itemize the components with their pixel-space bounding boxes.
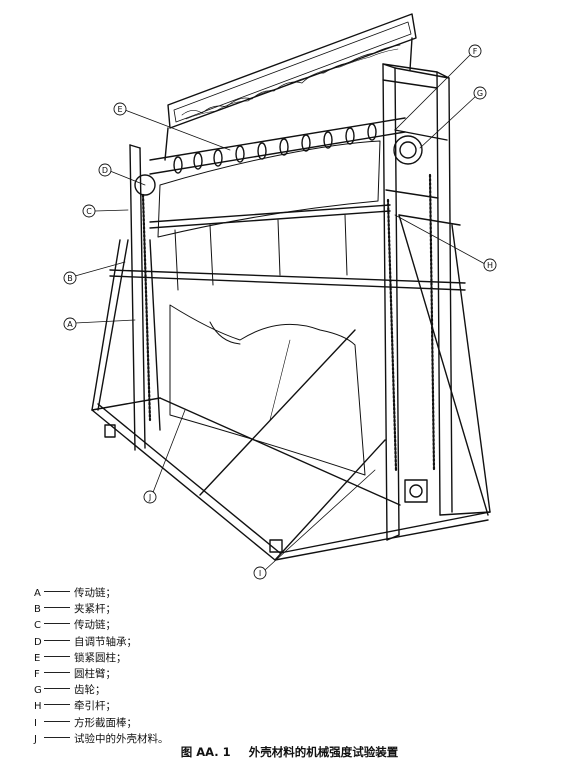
svg-text:H: H [487, 261, 493, 270]
chains [141, 173, 436, 472]
legend-key: B [34, 604, 41, 616]
legend-text: 试验中的外壳材料。 [74, 732, 169, 745]
legend-key: D [34, 636, 42, 648]
callout-a: A [63, 317, 77, 331]
legend-key: E [34, 652, 41, 664]
legend-key: I [34, 717, 37, 729]
callout-i: I [253, 566, 267, 580]
legend-item: F 圆柱臂； [34, 666, 434, 682]
legend-text: 圆柱臂； [74, 667, 116, 680]
legend-key: C [34, 620, 41, 632]
callout-d: D [98, 163, 112, 177]
svg-text:A: A [67, 320, 73, 329]
legend: A 传动链； B 夹紧杆； C 传动链； D 自调节轴承； E 锁紧圆柱； F 圆柱臂； G… [34, 585, 434, 747]
legend-key: A [34, 588, 41, 599]
callout-b: B [63, 271, 77, 285]
legend-key: F [34, 668, 40, 680]
legend-item: G 齿轮； [34, 682, 434, 698]
legend-key: J [34, 733, 37, 745]
base-frame [91, 329, 491, 561]
figure-title: 外壳材料的机械强度试验装置 [248, 745, 399, 759]
test-material [157, 140, 381, 476]
legend-text: 自调节轴承； [74, 635, 137, 648]
top-roller [134, 117, 423, 196]
legend-item: H 牵引杆； [34, 698, 434, 714]
legend-item: C 传动链； [34, 617, 434, 633]
legend-key: G [34, 685, 42, 697]
legend-item: B 夹紧杆； [34, 601, 434, 617]
legend-item: A 传动链； [34, 585, 434, 601]
legend-text: 牵引杆； [74, 700, 116, 713]
top-sign-frame [164, 13, 417, 161]
legend-text: 夹紧杆； [74, 603, 116, 616]
svg-text:B: B [67, 274, 73, 283]
svg-text:I: I [259, 569, 261, 578]
callout-e: E [113, 102, 127, 116]
callout-j: J [143, 490, 157, 504]
svg-text:G: G [477, 89, 483, 98]
svg-text:D: D [102, 166, 108, 175]
figure-caption: 图 AA. 1 外壳材料的机械强度试验装置 [0, 744, 579, 760]
legend-item: J 试验中的外壳材料。 [34, 731, 434, 747]
cross-bars [109, 204, 466, 291]
callout-f: F [468, 44, 482, 58]
legend-item: E 锁紧圆柱； [34, 650, 434, 666]
legend-text: 传动链； [74, 619, 116, 632]
legend-key: H [34, 701, 42, 713]
callout-h: H [483, 258, 497, 272]
svg-text:J: J [148, 493, 151, 502]
callout-c: C [82, 204, 96, 218]
legend-text: 齿轮； [74, 684, 106, 697]
right-tower [382, 63, 491, 541]
legend-text: 锁紧圆柱； [74, 651, 127, 664]
svg-text:E: E [117, 105, 122, 114]
callout-g: G [473, 86, 487, 100]
legend-item: D 自调节轴承； [34, 634, 434, 650]
apparatus-drawing: A B C D E F G H I J [63, 13, 497, 580]
svg-text:F: F [473, 47, 478, 56]
leader-lines [74, 54, 486, 571]
legend-item: I 方形截面棒； [34, 715, 434, 731]
figure-number: 图 AA. 1 [180, 745, 231, 759]
legend-text: 方形截面棒； [74, 716, 137, 729]
svg-text:C: C [86, 207, 92, 216]
legend-text: 传动链； [74, 587, 116, 599]
